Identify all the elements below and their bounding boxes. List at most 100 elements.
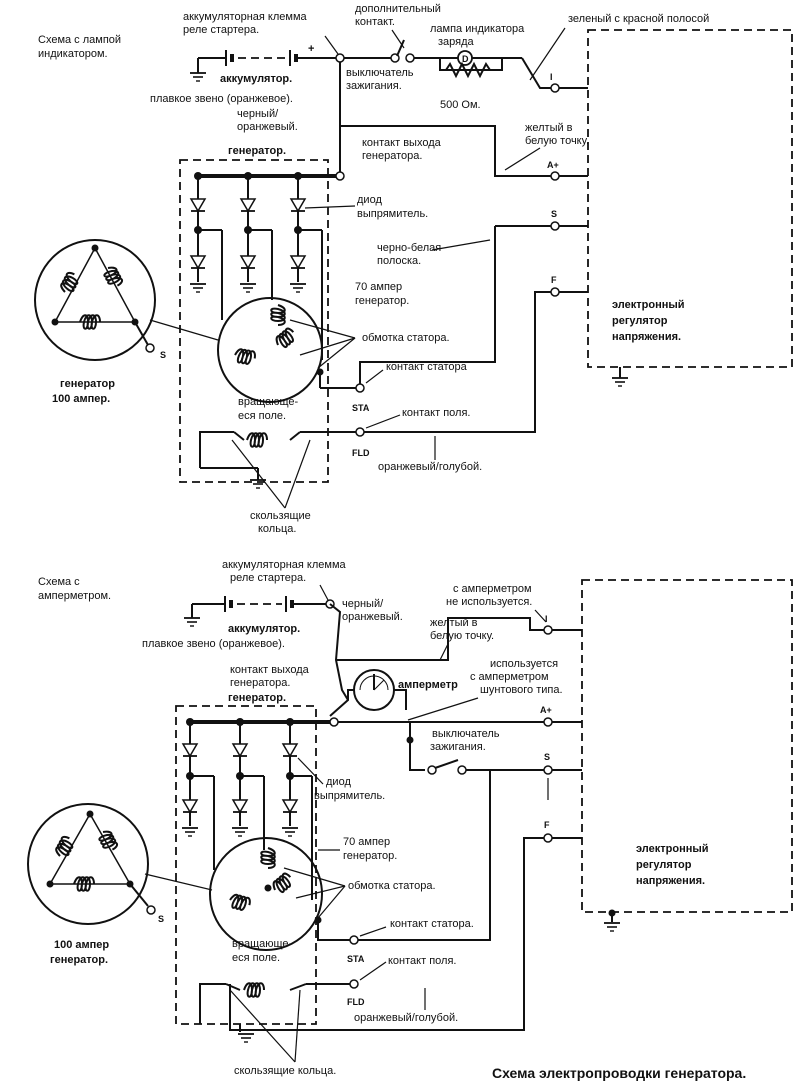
top-slip-rings-label-1: скользящие [250, 510, 311, 522]
bottom-regulator-ground-icon [603, 922, 621, 932]
svg-text:S: S [551, 209, 557, 219]
top-battery: + аккумулятор. [189, 43, 340, 85]
bottom-terminal-sta: STA [317, 920, 365, 964]
bottom-gen100-label-2: генератор. [50, 954, 108, 966]
bottom-regulator-label-3: напряжения. [636, 875, 705, 887]
svg-text:S: S [158, 914, 164, 924]
top-diode-ground-icon [189, 283, 207, 293]
top-battery-clamp-label-2: реле стартера. [183, 24, 259, 36]
bottom-orange-blue-label: оранжевый/голубой. [354, 1012, 458, 1024]
top-charge-lamp-label-1: лампа индикатора [430, 23, 525, 35]
top-rotating-field-label-1: вращающе- [238, 396, 299, 408]
bottom-battery-clamp-label-2: реле стартера. [230, 572, 306, 584]
top-aux-contact-label-2: контакт. [355, 16, 395, 28]
top-terminal-a-plus: A+ [547, 160, 588, 181]
top-yellow-white-label-1: желтый в [525, 122, 573, 134]
top-diode-icon [290, 255, 306, 269]
top-terminal-sta: STA [319, 372, 370, 413]
svg-text:FLD: FLD [347, 997, 365, 1007]
bottom-regulator-label-2: регулятор [636, 859, 692, 871]
bottom-ignition-switch-label-2: зажигания. [430, 741, 486, 753]
bottom-generator-box [175, 705, 317, 1025]
bottom-battery: аккумулятор. [183, 596, 330, 635]
top-terminal-ind: I [550, 72, 588, 93]
top-generator-100a: S [34, 239, 219, 361]
top-diode-icon [190, 198, 206, 212]
svg-text:I: I [550, 72, 553, 82]
top-charge-lamp: D [414, 50, 522, 79]
top-black-white-label-2: полоска. [377, 255, 421, 267]
top-gen70-label-1: 70 ампер [355, 281, 402, 293]
bottom-diode-icon [282, 743, 298, 757]
top-green-red-label: зеленый с красной полосой [568, 13, 709, 25]
top-title-line-1: Схема с лампой [38, 34, 121, 46]
bottom-no-ammeter-label-1: с амперметром [453, 583, 532, 595]
bottom-no-ammeter-label-2: не используется. [446, 596, 532, 608]
top-fuse-link-label: плавкое звено (оранжевое). [150, 93, 293, 105]
bottom-black-orange-label-1: черный/ [342, 598, 384, 610]
bottom-diode-label-2: выпрямитель. [314, 790, 385, 802]
top-aux-contact-label-1: дополнительный [355, 3, 441, 15]
bottom-diode-ground-icon [281, 827, 299, 837]
bottom-diode-icon [232, 743, 248, 757]
bottom-battery-label: аккумулятор. [228, 623, 300, 635]
top-field-contact-label: контакт поля. [402, 407, 470, 419]
bottom-field-slip-rings: FLD [199, 979, 365, 1043]
top-battery-clamp-label-1: аккумуляторная клемма [183, 11, 308, 23]
bottom-diode-icon [182, 799, 198, 813]
top-regulator-label-3: напряжения. [612, 331, 681, 343]
top-diode-icon [240, 198, 256, 212]
top-field-slip-rings: FLD [199, 427, 370, 489]
bottom-diode-ground-icon [181, 827, 199, 837]
bottom-ammeter [329, 669, 407, 717]
bottom-generator-label: генератор. [228, 692, 286, 704]
bottom-output-contact-label-1: контакт выхода [230, 664, 310, 676]
svg-text:STA: STA [352, 403, 370, 413]
bottom-diode-label-1: диод [326, 776, 351, 788]
bottom-rotating-field-label-1: вращающе- [232, 938, 293, 950]
top-black-orange-label-2: оранжевый. [237, 121, 298, 133]
top-regulator-label-2: регулятор [612, 315, 668, 327]
top-diode-icon [240, 255, 256, 269]
bottom-ammeter-label: амперметр [398, 679, 458, 691]
top-diode-icon [290, 198, 306, 212]
top-orange-blue-label: оранжевый/голубой. [378, 461, 482, 473]
svg-text:F: F [544, 820, 550, 830]
top-diode-ground-icon [239, 283, 257, 293]
svg-text:S: S [160, 350, 166, 360]
bottom-title-line-1: Схема с [38, 576, 80, 588]
svg-text:I: I [545, 614, 548, 624]
bottom-black-orange-label-2: оранжевый. [342, 611, 403, 623]
bottom-field-contact-label: контакт поля. [388, 955, 456, 967]
svg-text:FLD: FLD [352, 448, 370, 458]
top-resistor-label: 500 Ом. [440, 99, 481, 111]
top-gen100-label-2: 100 ампер. [52, 393, 110, 405]
top-ignition-switch-label-1: выключатель [346, 67, 414, 79]
top-terminal-f: F [550, 275, 588, 297]
top-diode-label-1: диод [357, 194, 382, 206]
top-ignition-switch [390, 39, 415, 63]
top-black-white-label-1: черно-белая [377, 242, 441, 254]
bottom-gen70-label-1: 70 ампер [343, 836, 390, 848]
top-battery-label: аккумулятор. [220, 73, 292, 85]
bottom-shunt-ammeter-label-2: с амперметром [470, 671, 549, 683]
bottom-gen70-label-2: генератор. [343, 850, 397, 862]
top-gen70-label-2: генератор. [355, 295, 409, 307]
top-battery-ground-icon [189, 72, 207, 82]
bottom-battery-clamp-label-1: аккумуляторная клемма [222, 559, 347, 571]
bottom-rotating-field-label-2: еся поле. [232, 952, 280, 964]
bottom-field-ground-icon [237, 1033, 255, 1043]
top-stator-contact-label: контакт статора [386, 361, 468, 373]
top-title-line-2: индикатором. [38, 48, 108, 60]
bottom-terminal-a-plus: A+ [540, 705, 582, 727]
bottom-diode-icon [182, 743, 198, 757]
top-indicator-lamp-diagram: Схема с лампой индикатором. + аккумулято… [34, 3, 793, 535]
bottom-stator-70a [209, 837, 323, 951]
top-output-contact-label-2: генератора. [362, 150, 422, 162]
bottom-terminal-s: S [543, 752, 582, 800]
top-terminal-s: S [550, 209, 588, 231]
svg-text:A+: A+ [540, 705, 552, 715]
bottom-yellow-white-label-1: желтый в [430, 617, 478, 629]
bottom-diode-icon [282, 799, 298, 813]
